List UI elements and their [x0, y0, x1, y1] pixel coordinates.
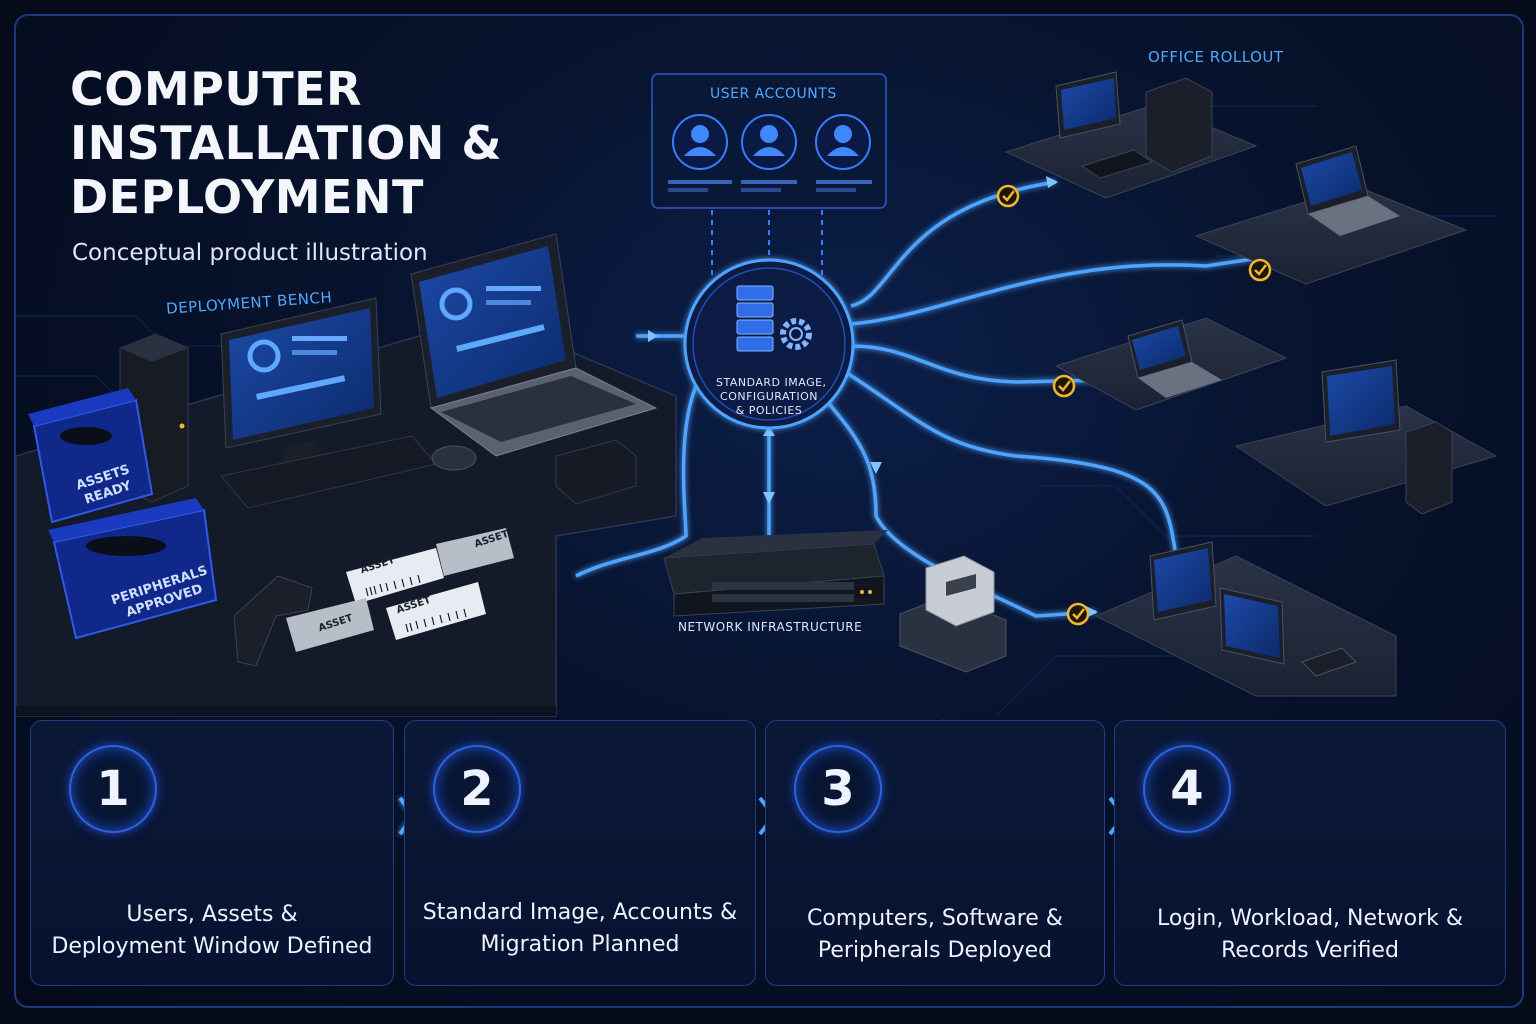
- step-card-4: 4 Login, Workload, Network & Records Ver…: [1114, 720, 1506, 986]
- step-card-1: 1 Users, Assets & Deployment Window Defi…: [30, 720, 394, 986]
- step-description: Login, Workload, Network & Records Verif…: [1125, 903, 1495, 967]
- step-line: Migration Planned: [480, 932, 680, 957]
- step-number: 2: [433, 745, 521, 833]
- title-line: INSTALLATION &: [70, 116, 503, 170]
- hub-label-line: CONFIGURATION: [720, 390, 818, 403]
- step-number: 4: [1143, 745, 1231, 833]
- printer: [899, 555, 1007, 673]
- check-badge: [1052, 374, 1076, 398]
- gear-icon: [780, 318, 812, 350]
- office-desk-4: [1234, 359, 1498, 515]
- step-number: 3: [794, 745, 882, 833]
- step-description: Standard Image, Accounts & Migration Pla…: [415, 897, 745, 961]
- bench-monitor: [220, 297, 437, 509]
- check-badge: [1248, 258, 1272, 282]
- office-rollout-label: OFFICE ROLLOUT: [1148, 48, 1284, 66]
- asset-tags: [286, 528, 514, 652]
- infographic-frame: COMPUTER INSTALLATION & DEPLOYMENT Conce…: [14, 14, 1524, 1008]
- step-description: Users, Assets & Deployment Window Define…: [41, 899, 383, 963]
- step-number: 1: [69, 745, 157, 833]
- title-line: COMPUTER: [70, 62, 362, 116]
- step-line: Computers, Software &: [807, 906, 1063, 931]
- office-desk-3: [1054, 317, 1288, 411]
- central-hub: [683, 258, 855, 430]
- step-line: Records Verified: [1221, 938, 1399, 963]
- server-icon: [736, 285, 774, 352]
- bench-laptop: [410, 233, 658, 457]
- page-title: COMPUTER INSTALLATION & DEPLOYMENT: [70, 62, 590, 224]
- assets-ready-bin: [28, 388, 154, 524]
- hub-label: STANDARD IMAGE, CONFIGURATION & POLICIES: [716, 376, 826, 418]
- office-desk-2: [1194, 145, 1468, 285]
- user-account-icon: [741, 114, 797, 192]
- step-line: Users, Assets &: [126, 902, 298, 927]
- step-line: Peripherals Deployed: [817, 938, 1053, 963]
- check-badge: [1066, 602, 1090, 626]
- user-accounts-panel: [651, 73, 887, 209]
- office-desk-1: [1004, 71, 1258, 199]
- user-account-icon: [668, 114, 732, 192]
- title-line: DEPLOYMENT: [70, 170, 424, 224]
- network-switch: [663, 530, 888, 617]
- hub-label-line: STANDARD IMAGE,: [716, 376, 827, 389]
- step-card-2: 2 Standard Image, Accounts & Migration P…: [404, 720, 756, 986]
- hub-label-line: & POLICIES: [735, 404, 803, 417]
- step-line: Standard Image, Accounts &: [422, 900, 738, 925]
- step-card-3: 3 Computers, Software & Peripherals Depl…: [765, 720, 1105, 986]
- peripherals-approved-bin: [48, 498, 218, 640]
- step-line: Login, Workload, Network &: [1156, 906, 1464, 931]
- user-accounts-label: USER ACCOUNTS: [710, 86, 837, 102]
- network-infrastructure-label: NETWORK INFRASTRUCTURE: [678, 620, 863, 634]
- step-description: Computers, Software & Peripherals Deploy…: [776, 903, 1094, 967]
- check-badge: [996, 184, 1020, 208]
- office-desk-5: [1094, 541, 1397, 697]
- subtitle: Conceptual product illustration: [72, 240, 428, 266]
- step-line: Deployment Window Defined: [51, 934, 373, 959]
- user-account-icon: [815, 114, 872, 192]
